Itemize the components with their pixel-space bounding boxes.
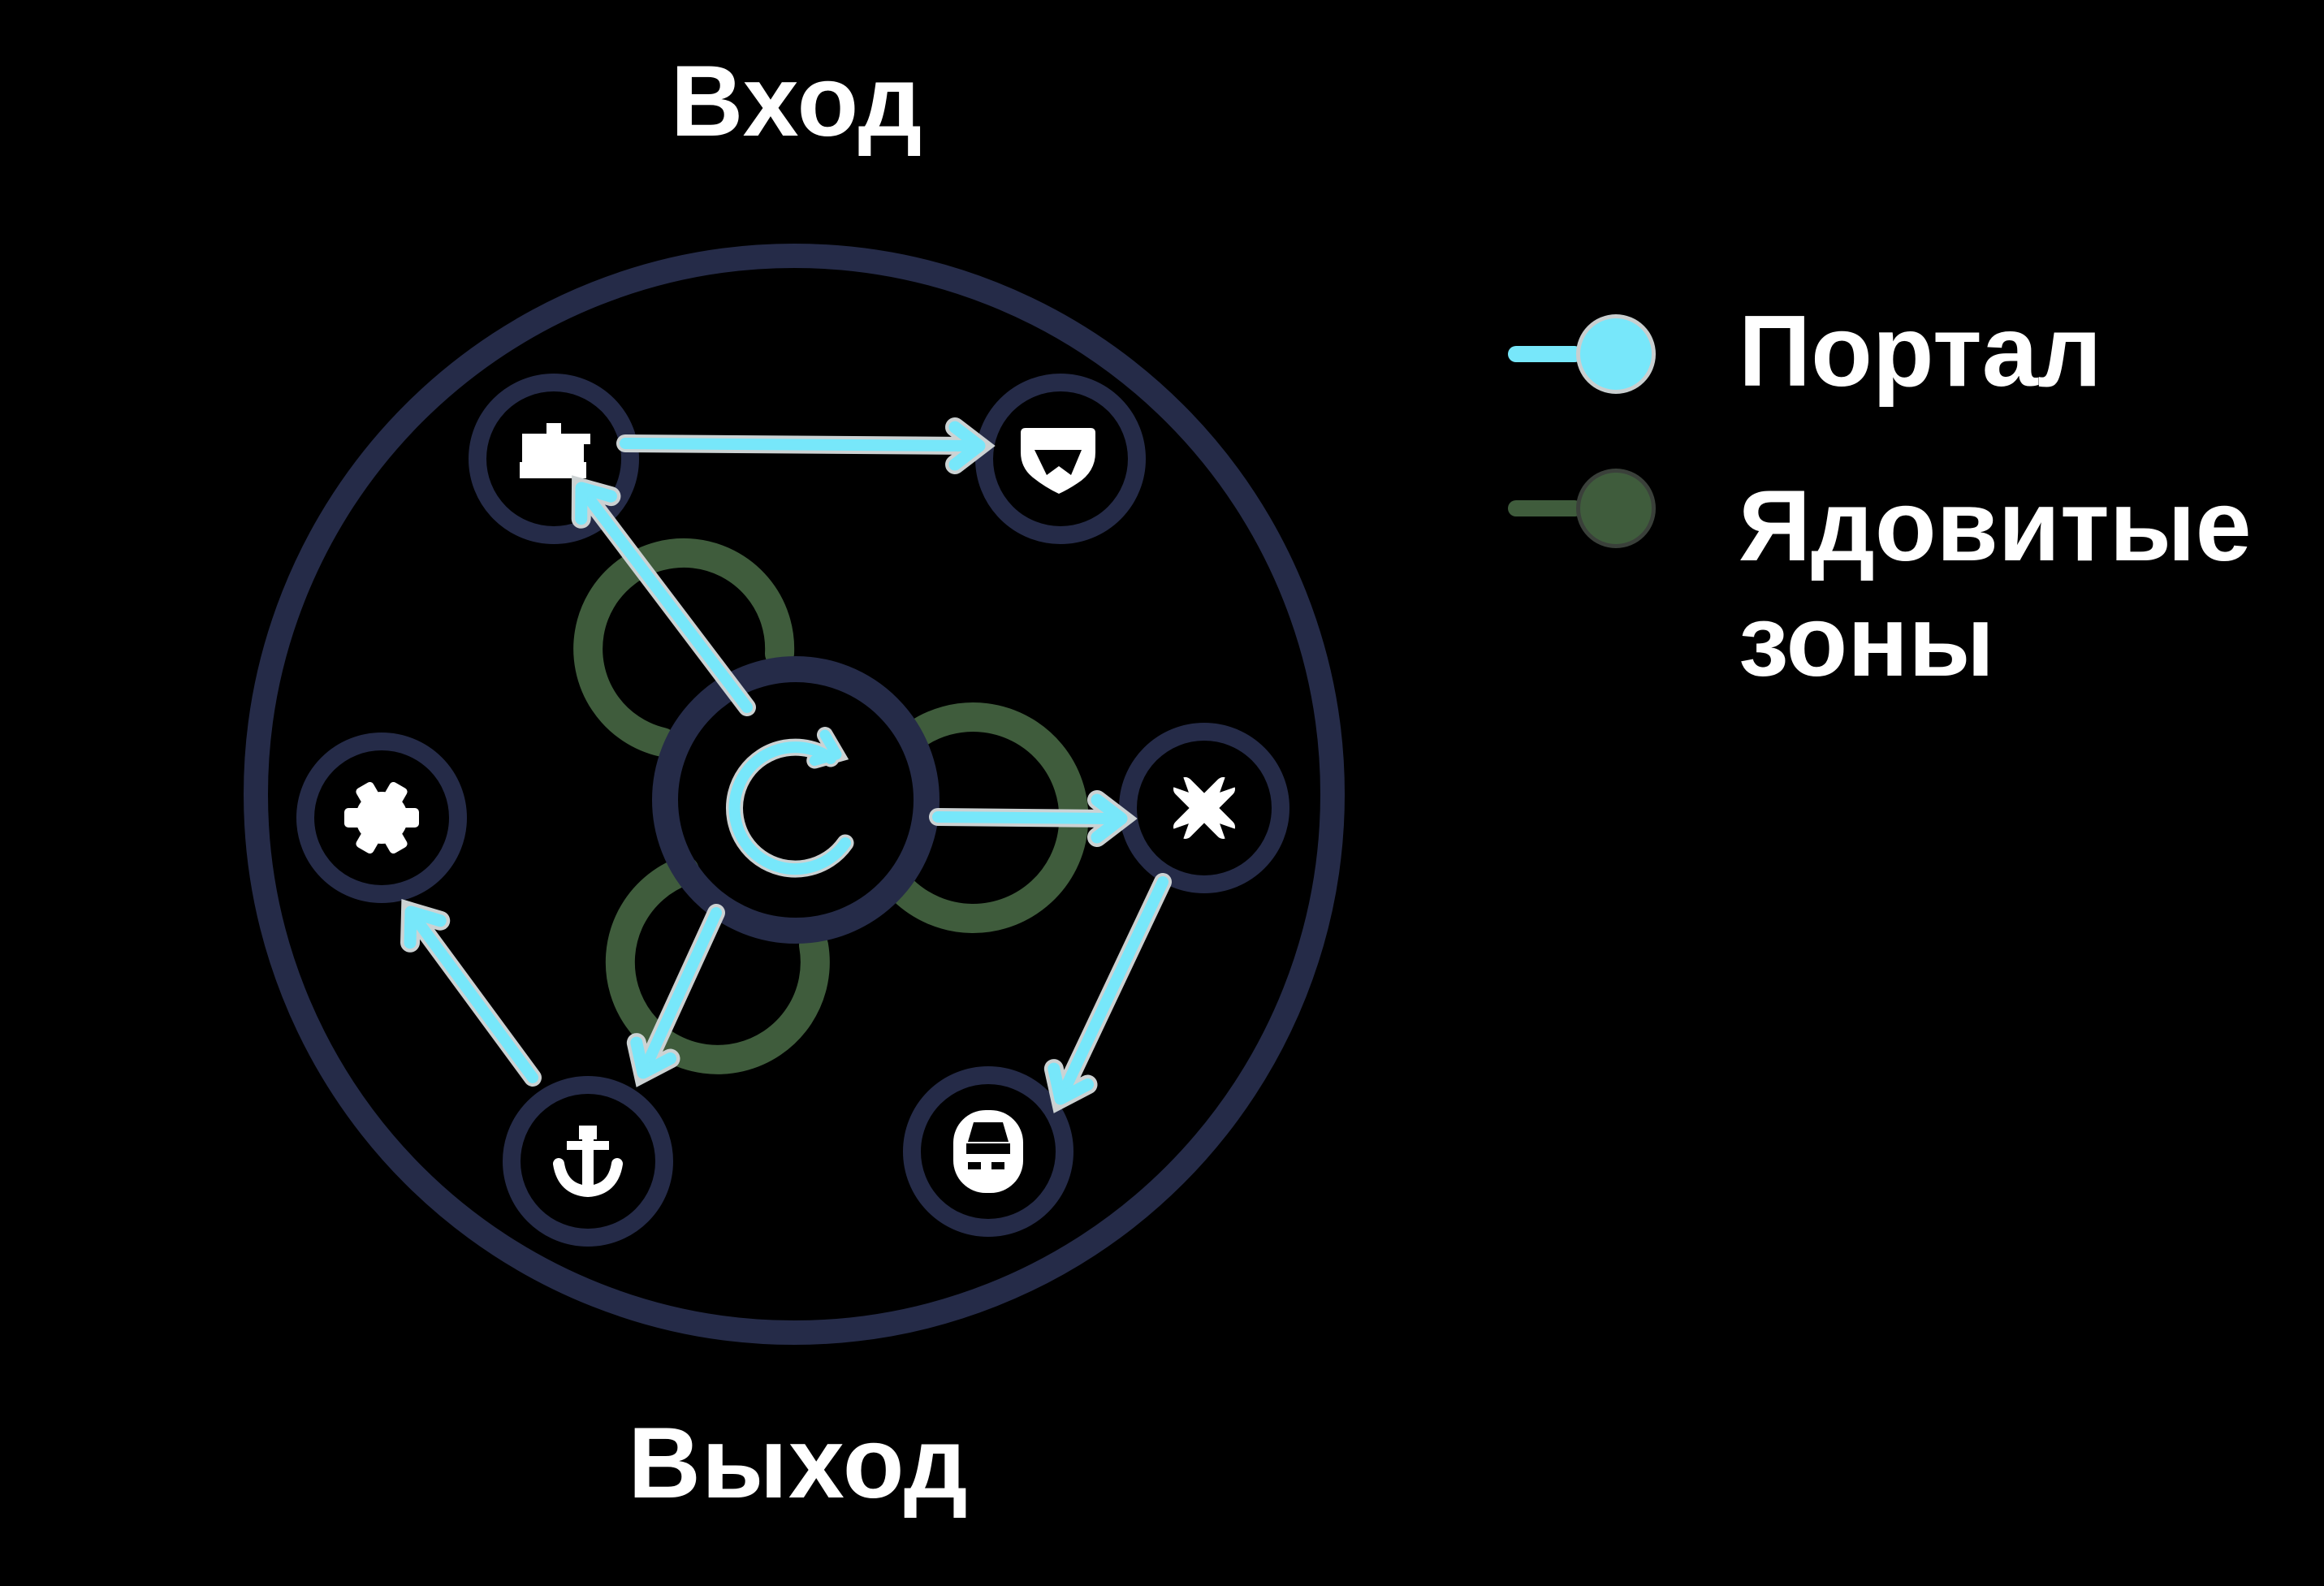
cross-icon bbox=[1168, 772, 1240, 844]
portal-arrow-crown-to-shield bbox=[616, 417, 996, 474]
poison-legend-label: Ядовитые зоны bbox=[1739, 470, 2252, 698]
poison-legend-dot-icon bbox=[1580, 473, 1652, 544]
train-icon bbox=[953, 1110, 1023, 1193]
outer-wall-circle bbox=[244, 244, 1345, 1345]
center-node-circle bbox=[652, 656, 940, 944]
maze-walls bbox=[244, 244, 1345, 1345]
poison-zone-arc-top-left bbox=[573, 538, 795, 757]
portal-arrow-center-to-crown bbox=[571, 475, 756, 716]
poison-zone-arc-bottom-left bbox=[605, 856, 830, 1074]
poison-legend-line bbox=[1508, 500, 1583, 516]
portal-arrow-center-to-cross bbox=[929, 790, 1138, 847]
node-gear-circle bbox=[296, 732, 467, 903]
shield-icon bbox=[1021, 428, 1095, 494]
node-cross-circle bbox=[1119, 723, 1289, 893]
rotate-arrow-icon bbox=[726, 726, 854, 878]
gear-icon bbox=[344, 781, 419, 854]
entrance-label: Вход bbox=[670, 45, 923, 158]
node-train-circle bbox=[903, 1066, 1073, 1237]
crown-icon bbox=[520, 423, 590, 478]
node-crown-circle bbox=[469, 374, 639, 544]
portal-arrow-center-to-anchor bbox=[626, 904, 725, 1087]
portal-arrow-anchor-to-gear bbox=[400, 899, 542, 1087]
portal-arrow-cross-to-train bbox=[1043, 873, 1172, 1113]
portal-legend-label: Портал bbox=[1739, 296, 2102, 408]
portal-legend-line bbox=[1508, 346, 1583, 362]
portal-arrows bbox=[400, 417, 1172, 1113]
room-icons bbox=[344, 423, 1240, 1198]
anchor-icon bbox=[553, 1126, 623, 1198]
portal-legend-dot-icon bbox=[1580, 318, 1652, 390]
node-shield-circle bbox=[975, 374, 1146, 544]
exit-label: Выход bbox=[628, 1407, 969, 1519]
node-anchor-circle bbox=[503, 1076, 673, 1247]
